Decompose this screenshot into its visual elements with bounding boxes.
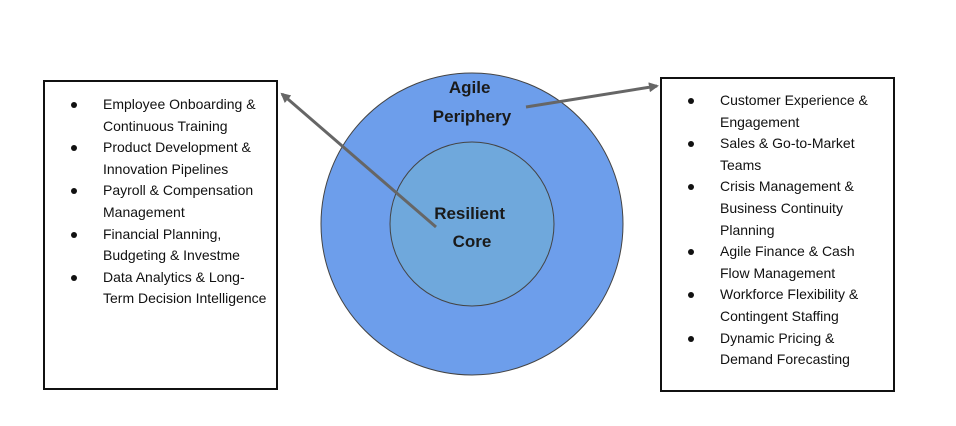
periphery-list-item: Dynamic Pricing & Demand Forecasting xyxy=(662,328,893,371)
periphery-list-item: Customer Experience & Engagement xyxy=(662,90,893,133)
core-list-item: Financial Planning, Budgeting & Investme xyxy=(45,224,276,267)
periphery-list-item: Workforce Flexibility & Contingent Staff… xyxy=(662,284,893,327)
resilient-core-label-line-2: Core xyxy=(453,232,492,251)
agile-periphery-label: Agile Periphery xyxy=(433,78,512,126)
periphery-to-right-arrow xyxy=(525,82,659,109)
agile-periphery-label-line-1: Agile xyxy=(449,78,491,97)
periphery-list-item: Agile Finance & Cash Flow Management xyxy=(662,241,893,284)
periphery-list-item: Sales & Go-to-Market Teams xyxy=(662,133,893,176)
resilient-core-circle xyxy=(389,141,555,307)
core-list-item: Product Development & Innovation Pipelin… xyxy=(45,137,276,180)
periphery-list-item: Crisis Management & Business Continuity … xyxy=(662,176,893,241)
core-list-item: Data Analytics & Long-Term Decision Inte… xyxy=(45,267,276,310)
core-list-item: Payroll & Compensation Management xyxy=(45,180,276,223)
resilient-core-functions-box: Employee Onboarding & Continuous Trainin… xyxy=(43,80,278,390)
resilient-core-functions-list: Employee Onboarding & Continuous Trainin… xyxy=(45,82,276,310)
agile-periphery-label-line-2: Periphery xyxy=(433,107,512,126)
resilient-core-label: Resilient Core xyxy=(434,204,510,251)
resilient-core-label-line-1: Resilient xyxy=(434,204,505,223)
core-to-left-arrow xyxy=(280,92,437,229)
core-list-item: Employee Onboarding & Continuous Trainin… xyxy=(45,94,276,137)
